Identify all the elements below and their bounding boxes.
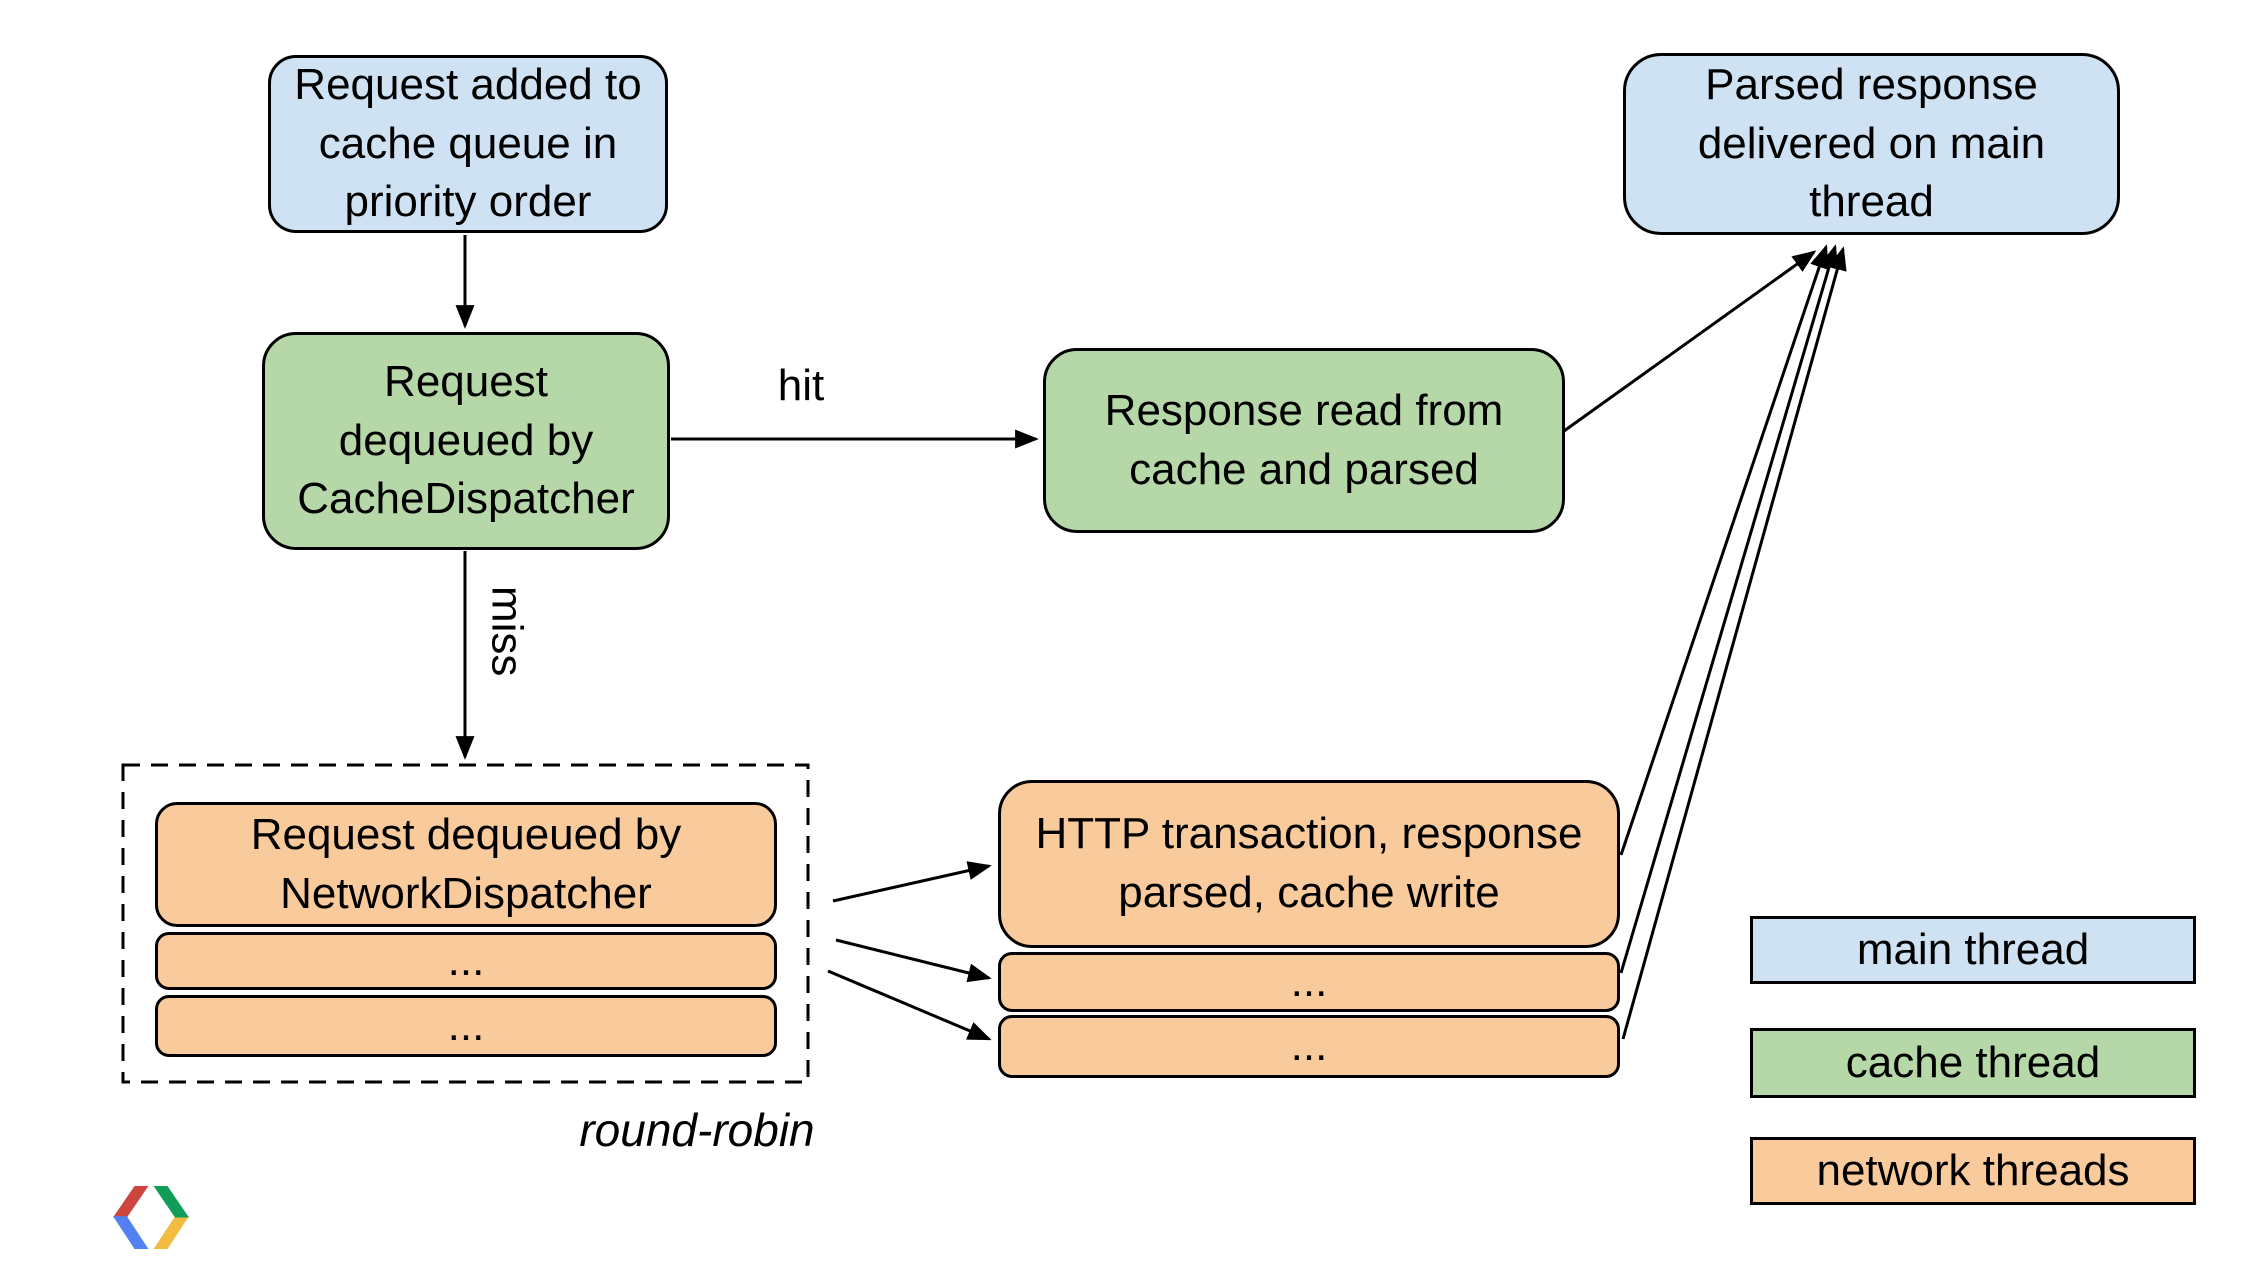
node-http-transaction: HTTP transaction, response parsed, cache… bbox=[998, 780, 1620, 948]
logo-right-chevron-bottom bbox=[153, 1216, 189, 1249]
node-http-transaction-ellipsis-2: ... bbox=[998, 1015, 1620, 1078]
logo-left-chevron-bottom bbox=[113, 1216, 149, 1249]
node-http-transaction-ellipsis-1: ... bbox=[998, 952, 1620, 1012]
edge-cacheread-to-delivery bbox=[1563, 250, 1817, 433]
legend-item-network-threads: network threads bbox=[1750, 1137, 2196, 1205]
node-request-dequeued-by-cachedispatcher: Request dequeued by CacheDispatcher bbox=[262, 332, 670, 550]
edge-http2-to-delivery bbox=[1619, 244, 1839, 974]
edge-label-miss: miss bbox=[482, 586, 532, 677]
logo-right-chevron-top bbox=[153, 1186, 189, 1218]
edge-roundrobin-3 bbox=[827, 969, 992, 1041]
node-request-dequeued-by-networkdispatcher: Request dequeued by NetworkDispatcher bbox=[155, 802, 777, 927]
node-request-added-to-cache-queue: Request added to cache queue in priority… bbox=[268, 55, 668, 233]
legend-item-main-thread: main thread bbox=[1750, 916, 2196, 984]
node-parsed-response-delivered: Parsed response delivered on main thread bbox=[1623, 53, 2120, 235]
logo-left-chevron-top bbox=[113, 1186, 149, 1218]
node-network-dispatcher-ellipsis-1: ... bbox=[155, 932, 777, 990]
round-robin-caption: round-robin bbox=[579, 1104, 815, 1156]
edge-http1-to-delivery bbox=[1619, 244, 1829, 856]
google-developers-logo-icon bbox=[113, 1186, 189, 1249]
legend-item-cache-thread: cache thread bbox=[1750, 1028, 2196, 1098]
edge-roundrobin-2 bbox=[835, 938, 992, 983]
edge-roundrobin-1 bbox=[832, 861, 992, 903]
node-network-dispatcher-ellipsis-2: ... bbox=[155, 995, 777, 1057]
edge-label-hit: hit bbox=[777, 361, 825, 410]
node-response-read-from-cache: Response read from cache and parsed bbox=[1043, 348, 1565, 533]
